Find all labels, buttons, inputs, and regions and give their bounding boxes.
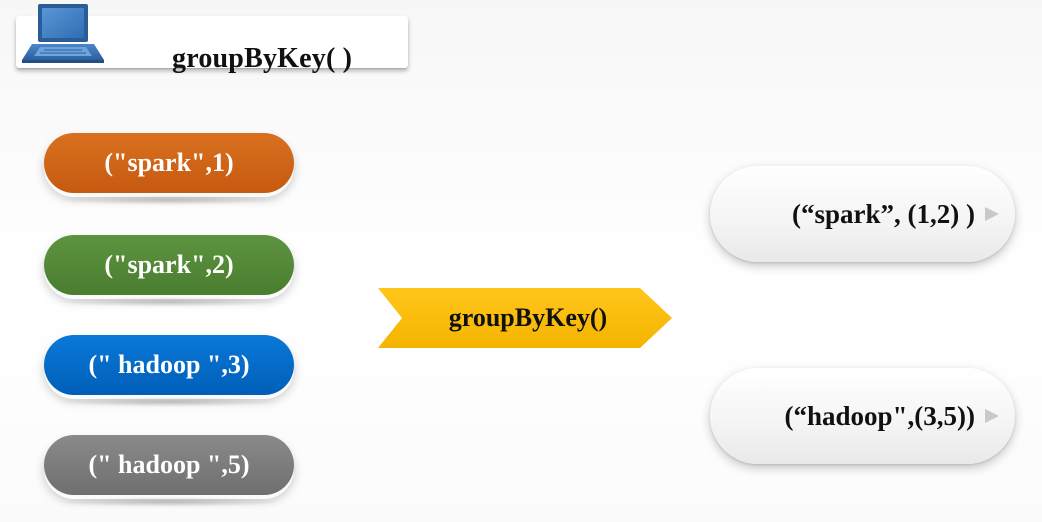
output-group-hadoop-label: (“hadoop",(3,5)) [784,400,975,431]
triangle-pointer-icon [985,409,999,423]
chevron-arrow-shape [378,288,672,348]
input-pair-hadoop-3: (" hadoop ",3) [44,335,294,407]
operation-label: groupByKey() [448,303,608,332]
output-group-spark-label: (“spark”, (1,2) ) [792,198,975,229]
output-group-hadoop: (“hadoop",(3,5)) [710,368,1015,464]
output-group-spark: (“spark”, (1,2) ) [710,166,1015,262]
input-pair-spark-1: ("spark",1) [44,133,294,205]
triangle-pointer-icon [985,207,999,221]
input-pair-spark-2: ("spark",2) [44,235,294,307]
groupbykey-operation: groupByKey() [378,286,674,350]
laptop-icon [22,4,104,63]
page-title: groupByKey( ) [172,43,353,74]
input-pair-hadoop-5: (" hadoop ",5) [44,435,294,507]
